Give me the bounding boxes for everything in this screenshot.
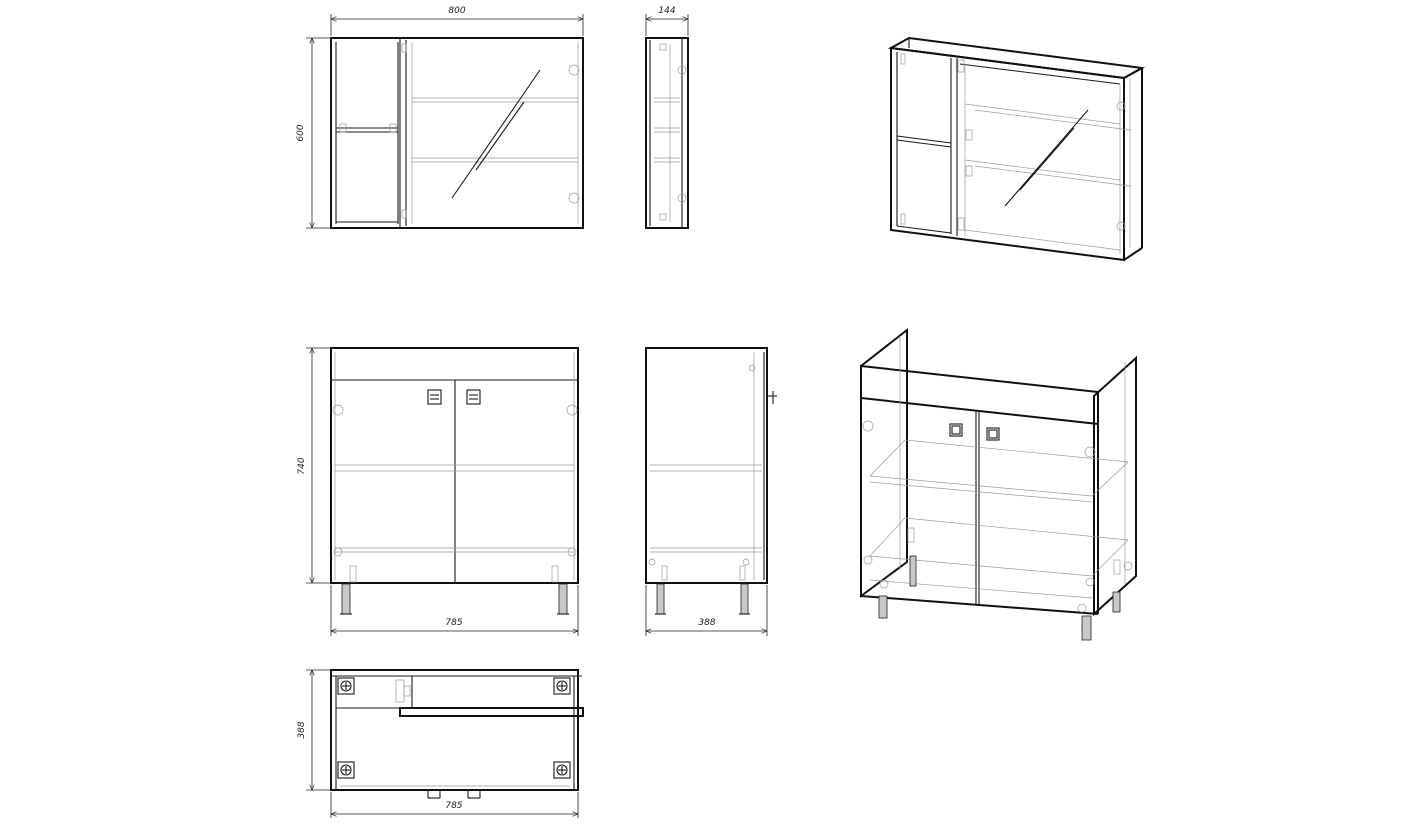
dimension-mirror-depth: 144 <box>646 6 688 36</box>
mirror-cabinet-isometric-view <box>887 36 1146 262</box>
dimension-base-width: 785 <box>331 585 578 636</box>
mirror-width-label: 800 <box>448 6 465 16</box>
mirror-depth-label: 144 <box>658 6 675 16</box>
mirror-cabinet-side-view <box>645 37 689 229</box>
plan-width-label: 785 <box>445 801 462 811</box>
dimension-mirror-width: 800 <box>331 6 583 36</box>
base-width-label: 785 <box>445 618 462 628</box>
mirror-cabinet-front-view <box>330 37 584 229</box>
base-cabinet-front-view <box>330 347 579 615</box>
base-cabinet-side-view <box>645 347 777 615</box>
base-depth-label: 388 <box>698 618 715 628</box>
mirror-height-label: 600 <box>296 124 306 141</box>
dimension-base-height: 740 <box>297 348 330 583</box>
dimension-plan-depth: 388 <box>297 670 330 790</box>
dimension-mirror-height: 600 <box>296 38 330 228</box>
base-cabinet-isometric-view <box>860 327 1137 641</box>
base-height-label: 740 <box>297 457 307 474</box>
base-cabinet-plan-view <box>330 669 584 799</box>
dimension-base-depth: 388 <box>646 585 767 636</box>
plan-depth-label: 388 <box>297 721 307 738</box>
dimension-plan-width: 785 <box>331 792 578 818</box>
